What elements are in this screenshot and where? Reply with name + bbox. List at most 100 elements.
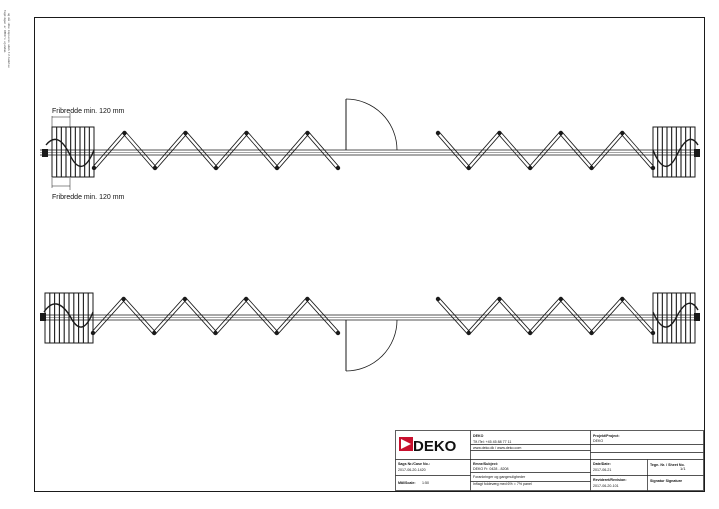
revision-label: Revideret/Revision: <box>593 478 627 482</box>
panel-edge <box>497 299 530 335</box>
deko-logo: DEKO <box>399 437 457 455</box>
subject-desc-1: Forankringer og gangmuligheder <box>473 475 526 479</box>
panel-edge <box>122 299 154 335</box>
panel-stack-right <box>652 292 700 344</box>
panel-edge <box>592 299 624 335</box>
panel-edge <box>497 133 530 170</box>
margin-note-line-2: og må ikke kopieres uden tilladelse <box>7 13 10 68</box>
panel-edge <box>308 131 340 168</box>
hinge-point <box>122 130 127 136</box>
panel-edge <box>275 131 307 168</box>
hinge-point <box>305 296 310 302</box>
subject-desc-2: Inflagt foldevæg med 6% = 7% panel <box>473 482 532 486</box>
panel-edge <box>500 297 532 333</box>
panel-edge <box>436 133 468 170</box>
panel-edge <box>467 131 499 168</box>
scale-value: 1:50 <box>422 481 429 485</box>
folding-panels-left <box>90 296 341 336</box>
panel-edge <box>216 133 249 170</box>
panel-edge <box>277 299 309 335</box>
panel-edge <box>561 297 594 333</box>
hinge-point <box>152 330 157 336</box>
panel-edge <box>500 131 532 168</box>
hinge-point <box>305 130 310 136</box>
panel-edge <box>438 131 471 168</box>
hinge-point <box>91 165 97 171</box>
panel-edge <box>308 297 340 333</box>
panel-stack-right <box>652 126 700 178</box>
panel-edge <box>623 297 655 333</box>
hinge-point <box>620 296 625 302</box>
date-value: 2017-06-21 <box>593 468 611 472</box>
panel-edge <box>559 299 591 335</box>
folding-panels-right <box>435 296 656 336</box>
panel-edge <box>155 133 188 170</box>
hinge-point <box>213 165 219 171</box>
panel-edge <box>155 299 187 335</box>
panel-edge <box>244 133 277 170</box>
subject-label: Emne/Subject: <box>473 462 498 466</box>
hinge-point <box>466 165 471 171</box>
panel-edge <box>438 297 471 333</box>
panel-edge <box>152 297 184 333</box>
panel-edge <box>214 131 246 168</box>
hinge-point <box>335 165 341 171</box>
hinge-point <box>589 330 594 336</box>
clear-width-label-top: Fribredde min. 120 mm <box>52 108 125 115</box>
panel-edge <box>183 299 215 335</box>
panel-edge <box>185 297 217 333</box>
margin-note-line-1: Tegningen er DEKO's ejendom <box>3 10 6 53</box>
panel-edge <box>469 133 501 170</box>
panel-edge <box>528 297 560 333</box>
hinge-point <box>152 165 158 171</box>
hinge-point <box>435 130 441 136</box>
hinge-point <box>121 296 126 302</box>
hinge-point <box>274 330 279 336</box>
margin-copyright-note: Tegningen er DEKO's ejendom og må ikke k… <box>3 10 16 110</box>
clear-width-dimension-top <box>51 113 71 190</box>
plan-view-bottom <box>40 292 700 372</box>
hinge-point <box>527 330 533 336</box>
panel-edge <box>247 297 279 333</box>
panel-edge <box>469 299 501 335</box>
revision-value: 2017-06-20-101 <box>593 484 619 488</box>
panel-edge <box>183 133 216 170</box>
case-label: Sags Nr./Case No.: <box>398 462 430 466</box>
sheet-label: Tegn. Nr. / Sheet No. <box>650 463 685 467</box>
subject-value: DEKO Fr. 0428 - 8208 <box>473 467 509 471</box>
hinge-point <box>558 296 564 302</box>
folding-panels-left <box>91 130 341 171</box>
panel-edge <box>559 133 591 170</box>
panel-edge <box>531 133 563 170</box>
panel-edge <box>592 133 624 170</box>
panel-edge <box>590 131 622 168</box>
hinge-point <box>497 296 502 302</box>
panel-edge <box>124 297 156 333</box>
panel-edge <box>186 131 218 168</box>
door-swing-bottom <box>345 319 398 372</box>
panel-edge <box>561 131 594 168</box>
hinge-point <box>620 130 625 136</box>
hinge-point <box>183 130 188 136</box>
company-web: www.deko.dk / www.deko.com <box>473 446 521 450</box>
sheet-border <box>34 17 705 492</box>
panel-edge <box>247 131 279 168</box>
hinge-point <box>335 330 341 336</box>
scale-label: Mål/Scale: <box>398 481 416 485</box>
hinge-point <box>589 165 594 171</box>
panel-edge <box>590 297 622 333</box>
panel-edge <box>305 133 338 170</box>
panel-edge <box>528 131 560 168</box>
panel-edge <box>467 297 499 333</box>
hinge-point <box>466 330 471 336</box>
hinge-point <box>497 130 502 136</box>
hinge-point <box>435 296 441 302</box>
plan-view-top: Fribredde min. 120 mm Fribredde min. 120… <box>40 98 700 201</box>
folding-panels-right <box>435 130 656 171</box>
panel-edge <box>91 297 123 333</box>
panel-edge <box>275 297 307 333</box>
hinge-point <box>213 330 218 336</box>
door-swing-top <box>345 98 398 151</box>
hinge-point <box>90 330 96 336</box>
